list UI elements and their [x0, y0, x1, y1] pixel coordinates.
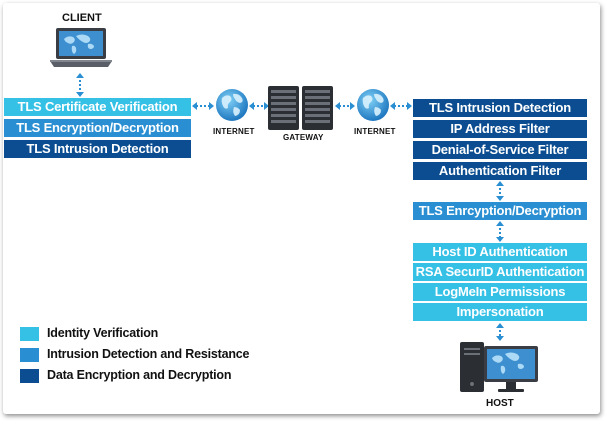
host-title: HOST [486, 398, 514, 409]
client-box-encryption-decryption: TLS Encryption/Decryption [4, 119, 191, 137]
internet-label-left: INTERNET [213, 127, 255, 136]
host-box-authentication-filter: Authentication Filter [413, 162, 587, 180]
laptop-icon [50, 28, 112, 67]
host-box-intrusion-detection: TLS Intrusion Detection [413, 99, 587, 117]
client-link-arrow [76, 73, 84, 97]
server-rack-icon [268, 86, 333, 130]
host-link-arrow-1 [496, 181, 504, 201]
host-link-arrow-2 [496, 221, 504, 242]
host-box-rsa-securid-authentication: RSA SecurID Authentication [413, 263, 587, 281]
internet-host-arrow [390, 102, 412, 110]
host-link-arrow-3 [496, 323, 504, 341]
host-box-impersonation: Impersonation [413, 303, 587, 321]
legend-label-intrusion: Intrusion Detection and Resistance [47, 347, 250, 361]
globe-icon [357, 89, 389, 121]
client-title: CLIENT [62, 12, 102, 24]
client-box-intrusion-detection: TLS Intrusion Detection [4, 140, 191, 158]
host-box-ip-address-filter: IP Address Filter [413, 120, 587, 138]
legend-swatch-encryption [20, 369, 39, 383]
internet-gateway-arrow-right [335, 102, 355, 110]
globe-icon [216, 89, 248, 121]
desktop-computer-icon [460, 342, 538, 392]
legend-swatch-intrusion [20, 348, 39, 362]
legend-swatch-identity [20, 327, 39, 341]
host-box-host-id-authentication: Host ID Authentication [413, 243, 587, 261]
legend-label-encryption: Data Encryption and Decryption [47, 368, 232, 382]
internet-label-right: INTERNET [354, 127, 396, 136]
host-box-denial-of-service-filter: Denial-of-Service Filter [413, 141, 587, 159]
client-box-certificate-verification: TLS Certificate Verification [4, 98, 191, 116]
legend-label-identity: Identity Verification [47, 326, 159, 340]
host-box-logmein-permissions: LogMeIn Permissions [413, 283, 587, 301]
internet-gateway-arrow-left [249, 102, 269, 110]
host-box-encryption-decryption: TLS Enrcyption/Decryption [413, 202, 587, 220]
gateway-label: GATEWAY [283, 133, 324, 142]
client-internet-arrow [192, 102, 214, 110]
